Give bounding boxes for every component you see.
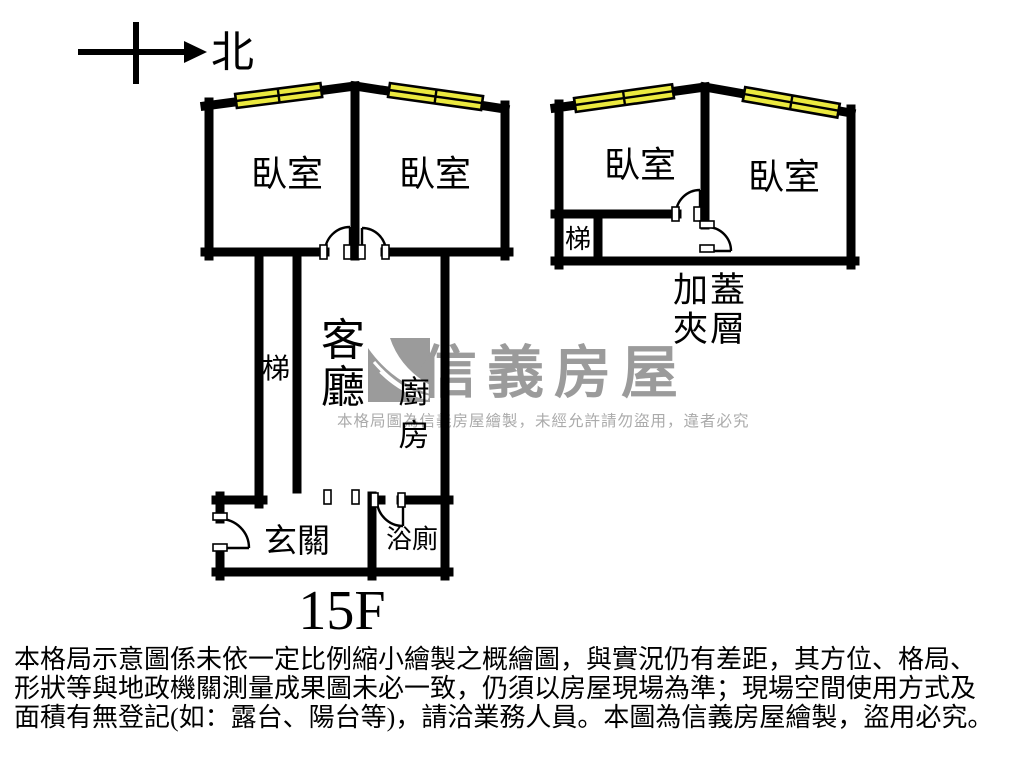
window-mullion bbox=[388, 88, 483, 105]
window bbox=[741, 85, 842, 120]
door-jamb bbox=[693, 206, 702, 222]
room-label-bedroom-right: 臥室 bbox=[399, 154, 471, 194]
watermark-brand-text: 信義房屋 bbox=[420, 342, 688, 405]
window bbox=[572, 82, 676, 114]
door-jamb bbox=[357, 244, 366, 260]
watermark-notice-text: 本格局圖為信義房屋繪製，未經允許請勿盜用，違者必究 bbox=[337, 411, 750, 430]
logo-swoosh-icon bbox=[368, 338, 430, 394]
door-jamb bbox=[351, 489, 360, 505]
window bbox=[233, 81, 324, 110]
door-jamb bbox=[370, 492, 379, 508]
disclaimer-line-2: 形狀等與地政機關測量成果圖未必一致，仍須以房屋現場為準；現場空間使用方式及 bbox=[14, 674, 976, 703]
room-label-bathroom: 浴廁 bbox=[386, 525, 438, 554]
door-jamb bbox=[212, 543, 228, 552]
door-jamb bbox=[323, 489, 332, 505]
disclaimer: 本格局示意圖係未依一定比例縮小繪製之概繪圖，與實況仍有差距，其方位、格局、 形狀… bbox=[14, 645, 993, 732]
door-jamb bbox=[397, 492, 406, 508]
window bbox=[386, 81, 485, 112]
door-jamb bbox=[319, 244, 328, 260]
floor-label-mezzanine-line2: 夾層 bbox=[673, 310, 747, 349]
door-jamb bbox=[343, 244, 352, 260]
logo-swoosh-line bbox=[372, 361, 430, 399]
room-label-bedroom-left: 臥室 bbox=[251, 154, 323, 194]
floor-label-15f: 15F bbox=[298, 580, 385, 642]
window-mullion bbox=[574, 90, 674, 107]
room-label-kitchen: 廚房 bbox=[399, 375, 430, 453]
floor-label-mezzanine-line1: 加蓋 bbox=[673, 271, 747, 310]
room-label-bedroom-left: 臥室 bbox=[604, 145, 676, 185]
north-label: 北 bbox=[211, 30, 254, 77]
room-label-stairs: 梯 bbox=[565, 225, 591, 254]
mezzanine-plan: 臥室 臥室 梯 加蓋 夾層 bbox=[549, 81, 860, 349]
door-jamb bbox=[671, 206, 680, 222]
door-jamb bbox=[699, 244, 715, 253]
door-jamb bbox=[381, 244, 390, 260]
logo-swoosh-line bbox=[379, 371, 429, 400]
disclaimer-line-3: 面積有無登記(如：露台、陽台等)，請洽業務人員。本圖為信義房屋繪製，盜用必究。 bbox=[14, 703, 993, 732]
window-mullion bbox=[743, 92, 839, 112]
window-mullion bbox=[235, 88, 322, 103]
disclaimer-line-1: 本格局示意圖係未依一定比例縮小繪製之概繪圖，與實況仍有差距，其方位、格局、 bbox=[14, 645, 976, 674]
door-jamb bbox=[212, 512, 228, 521]
door-jamb bbox=[699, 220, 715, 229]
north-arrow-icon bbox=[184, 41, 207, 63]
north-indicator: 北 bbox=[78, 22, 254, 84]
main-unit-plan: 臥室 臥室 梯 客廳 廚房 玄關 浴廁 15F bbox=[199, 80, 514, 642]
watermark: 信義房屋 本格局圖為信義房屋繪製，未經允許請勿盜用，違者必究 bbox=[337, 338, 750, 430]
room-label-living-room: 客廳 bbox=[321, 316, 365, 412]
room-label-stairs: 梯 bbox=[262, 353, 290, 385]
room-label-entry: 玄關 bbox=[264, 523, 330, 560]
room-label-bedroom-right: 臥室 bbox=[748, 157, 820, 197]
